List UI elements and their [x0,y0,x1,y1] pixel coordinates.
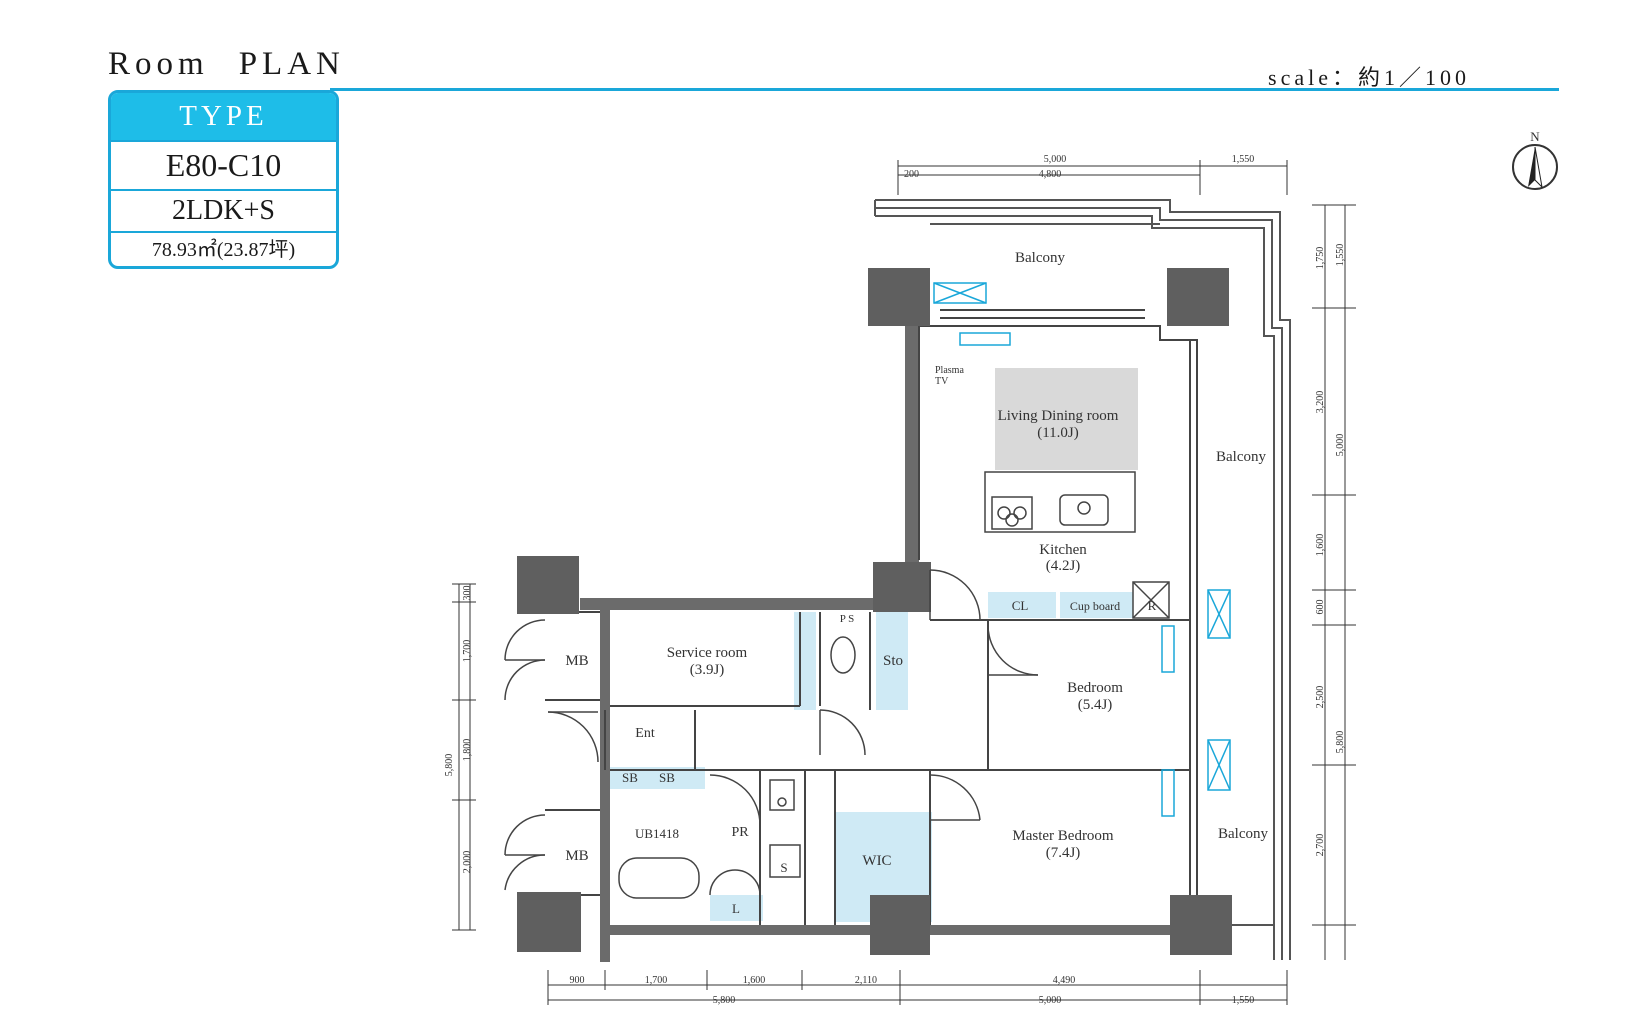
laundry-fill [710,895,763,921]
column [870,895,930,955]
room-fills [605,368,1138,922]
dim-left-5800: 5,800 [444,754,455,777]
dim-bottom-1600: 1,600 [743,975,766,986]
pr-label: PR [731,825,749,840]
page-title: Room PLAN [108,46,345,83]
wall-north-service [580,598,880,610]
column [873,562,931,612]
ub-label: UB1418 [635,826,679,841]
service-room-size: (3.9J) [690,662,725,678]
scale-label: scale：約1／100 [1268,65,1470,90]
dim-right-5000: 5,000 [1335,434,1346,457]
dim-right-1750: 1,750 [1315,247,1326,270]
kitchen-size: (4.2J) [1046,558,1081,574]
column [517,892,581,952]
balcony-top-label: Balcony [1015,250,1065,266]
type-label: TYPE [111,93,336,140]
dimension-lines [452,160,1356,1005]
fridge-label: R [1148,598,1157,613]
north-compass-icon: N [1512,129,1558,190]
title-plan: PLAN [238,46,345,82]
compass-label: N [1530,129,1540,144]
dim-bottom-4490: 4,490 [1053,975,1076,986]
column [517,556,579,614]
cupboard-fill [1060,592,1133,618]
bedroom-label: Bedroom [1067,680,1123,696]
plasma-label: Plasma [935,365,964,376]
floor-area: 78.93㎡(23.87坪) [111,231,336,266]
dim-top-total: 5,000 [1044,154,1067,165]
column [868,268,930,326]
balcony-bottom-right-label: Balcony [1218,826,1268,842]
kitchen-counter [984,471,1170,619]
dim-right-2500: 2,500 [1315,686,1326,709]
dim-top-right: 1,550 [1232,154,1255,165]
ldk-rug [995,368,1138,470]
dim-right-600: 600 [1315,600,1326,615]
dim-bottom-5000: 5,000 [1039,995,1062,1006]
ps-label: P S [840,613,855,625]
dim-right-2700: 2,700 [1315,834,1326,857]
sink-label: S [780,860,787,875]
bedroom-size: (5.4J) [1078,697,1113,713]
type-box: TYPE E80-C10 2LDK+S 78.93㎡(23.87坪) [108,90,339,269]
dim-right-3200: 3,200 [1315,391,1326,414]
ldk-size: (11.0J) [1037,425,1079,441]
dim-right-1550: 1,550 [1335,244,1346,267]
cl-label: CL [1012,598,1029,613]
sb-label-2: SB [659,770,675,785]
sb-label-1: SB [622,770,638,785]
tv-label: TV [935,376,949,387]
balcony-right-label: Balcony [1216,449,1266,465]
bath-fixtures [618,636,856,899]
laundry-label: L [732,901,740,916]
kitchen-label: Kitchen [1039,542,1087,558]
dim-left-1800: 1,800 [462,739,473,762]
dimension-labels: 5,000 200 4,800 1,550 5,000 900 1,700 1,… [444,154,1346,1006]
mb-label-1: MB [565,653,588,669]
dim-top-a: 200 [904,169,919,180]
balcony-rail [874,199,1291,960]
ent-label: Ent [635,726,655,741]
dim-left-300: 300 [462,586,473,601]
window-fixtures [933,282,1231,817]
title-room: Room [108,46,209,82]
room-labels: Balcony Balcony Balcony Living Dining ro… [565,250,1268,916]
dim-bottom-1700: 1,700 [645,975,668,986]
cl-fill [988,592,1056,618]
column [1167,268,1229,326]
sto-label: Sto [883,653,903,669]
column [1170,895,1232,955]
door-swings [504,569,1039,896]
mb-label-2: MB [565,848,588,864]
dim-left-2000: 2,000 [462,851,473,874]
ldk-label: Living Dining room [998,408,1119,424]
header-rule [330,88,1559,91]
dim-bottom-2110: 2,110 [855,975,877,986]
dim-bottom-5800: 5,800 [713,995,736,1006]
sb-fill [605,767,705,789]
type-code: E80-C10 [111,140,336,189]
master-bedroom-label: Master Bedroom [1012,828,1114,844]
sto-fill [876,612,908,710]
columns [517,268,1232,955]
wall-ldk-left [905,326,919,564]
cupboard-label: Cup board [1070,599,1120,613]
service-closet-fill [794,612,816,710]
dim-right-5800: 5,800 [1335,731,1346,754]
dim-bottom-1550: 1,550 [1232,995,1255,1006]
dim-bottom-900: 900 [570,975,585,986]
dim-top-b: 4,800 [1039,169,1062,180]
dim-left-1700: 1,700 [462,640,473,663]
wic-label: WIC [862,853,891,869]
layout-type: 2LDK+S [111,189,336,231]
dim-right-1600: 1,600 [1315,534,1326,557]
service-room-label: Service room [667,645,748,661]
master-bedroom-size: (7.4J) [1046,845,1081,861]
wall-west-inner [600,610,610,962]
